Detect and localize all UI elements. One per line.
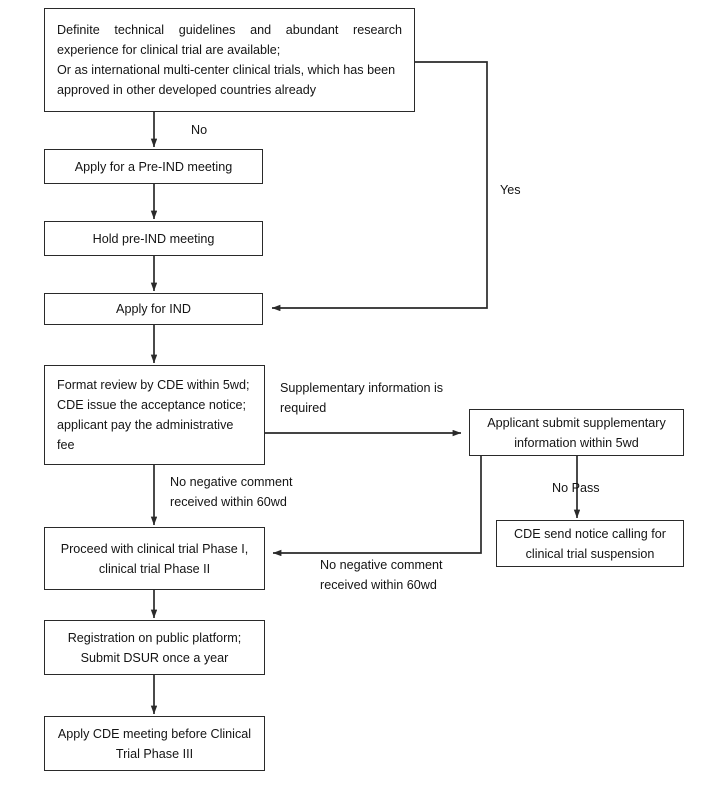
- node-hold-pre-ind-meeting[interactable]: Hold pre-IND meeting: [44, 221, 263, 256]
- connector-applicant-submit-to-proceed: [272, 456, 482, 557]
- edge-label-supplementary-required: Supplementary information is required: [280, 378, 443, 418]
- node-registration-public-platform[interactable]: Registration on public platform; Submit …: [44, 620, 265, 675]
- node-apply-pre-ind-meeting[interactable]: Apply for a Pre-IND meeting: [44, 149, 263, 184]
- edge-label-no-text: No: [191, 123, 208, 137]
- node-cde-suspension-line-2: clinical trial suspension: [525, 546, 655, 561]
- edge-label-yes: Yes: [500, 180, 521, 200]
- edge-label-no-pass: No Pass: [552, 478, 600, 498]
- node-applicant-submit-supplementary[interactable]: Applicant submit supplementary informati…: [469, 409, 684, 456]
- node-proceed-clinical-trial-line-2: clinical trial Phase II: [98, 561, 211, 576]
- node-format-review-line-2: CDE issue the acceptance notice;: [57, 398, 247, 412]
- node-registration-line-1: Registration on public platform;: [67, 630, 242, 645]
- node-format-review-line-1: Format review by CDE within 5wd;: [57, 378, 250, 392]
- edge-label-no-negative-comment-left: No negative comment received within 60wd: [170, 472, 293, 512]
- node-criteria-line-4: approved in other developed countries al…: [57, 83, 317, 97]
- node-apply-cde-meeting-phase-3[interactable]: Apply CDE meeting before Clinical Trial …: [44, 716, 265, 771]
- node-apply-cde-phase3-line-1: Apply CDE meeting before Clinical: [57, 726, 252, 741]
- edge-label-no-negative-comment-right: No negative comment received within 60wd: [320, 555, 443, 595]
- edge-label-no-negative-right-line-1: No negative comment: [320, 558, 443, 572]
- node-applicant-submit-line-1: Applicant submit supplementary: [487, 415, 666, 430]
- node-apply-cde-phase3-line-2: Trial Phase III: [115, 746, 194, 761]
- node-criteria-line-1: Definite technical guidelines and abunda…: [57, 23, 402, 37]
- node-format-review[interactable]: Format review by CDE within 5wd; CDE iss…: [44, 365, 265, 465]
- node-registration-line-2: Submit DSUR once a year: [80, 650, 229, 665]
- node-apply-for-ind[interactable]: Apply for IND: [44, 293, 263, 325]
- node-apply-pre-ind-meeting-label: Apply for a Pre-IND meeting: [74, 159, 233, 174]
- node-criteria-line-2: experience for clinical trial are availa…: [57, 43, 281, 57]
- edge-label-yes-text: Yes: [500, 183, 521, 197]
- node-criteria[interactable]: Definite technical guidelines and abunda…: [44, 8, 415, 112]
- node-apply-for-ind-label: Apply for IND: [116, 302, 191, 316]
- edge-label-no-negative-right-line-2: received within 60wd: [320, 578, 437, 592]
- node-applicant-submit-line-2: information within 5wd: [514, 435, 639, 450]
- node-criteria-line-3: Or as international multi-center clinica…: [57, 63, 396, 77]
- edge-label-supplementary-line-1: Supplementary information is: [280, 381, 444, 395]
- node-hold-pre-ind-meeting-label: Hold pre-IND meeting: [92, 231, 215, 246]
- edge-label-no: No: [191, 120, 207, 140]
- node-proceed-clinical-trial[interactable]: Proceed with clinical trial Phase I, cli…: [44, 527, 265, 590]
- edge-label-no-negative-left-line-2: received within 60wd: [170, 495, 287, 509]
- node-proceed-clinical-trial-line-1: Proceed with clinical trial Phase I,: [60, 541, 249, 556]
- edge-label-no-pass-text: No Pass: [552, 481, 600, 495]
- node-format-review-line-3: applicant pay the administrative: [57, 418, 234, 432]
- node-format-review-line-4: fee: [57, 438, 75, 452]
- node-cde-suspension-line-1: CDE send notice calling for: [514, 526, 666, 541]
- edge-label-supplementary-line-2: required: [280, 401, 327, 415]
- node-cde-send-suspension-notice[interactable]: CDE send notice calling for clinical tri…: [496, 520, 684, 567]
- edge-label-no-negative-left-line-1: No negative comment: [170, 475, 293, 489]
